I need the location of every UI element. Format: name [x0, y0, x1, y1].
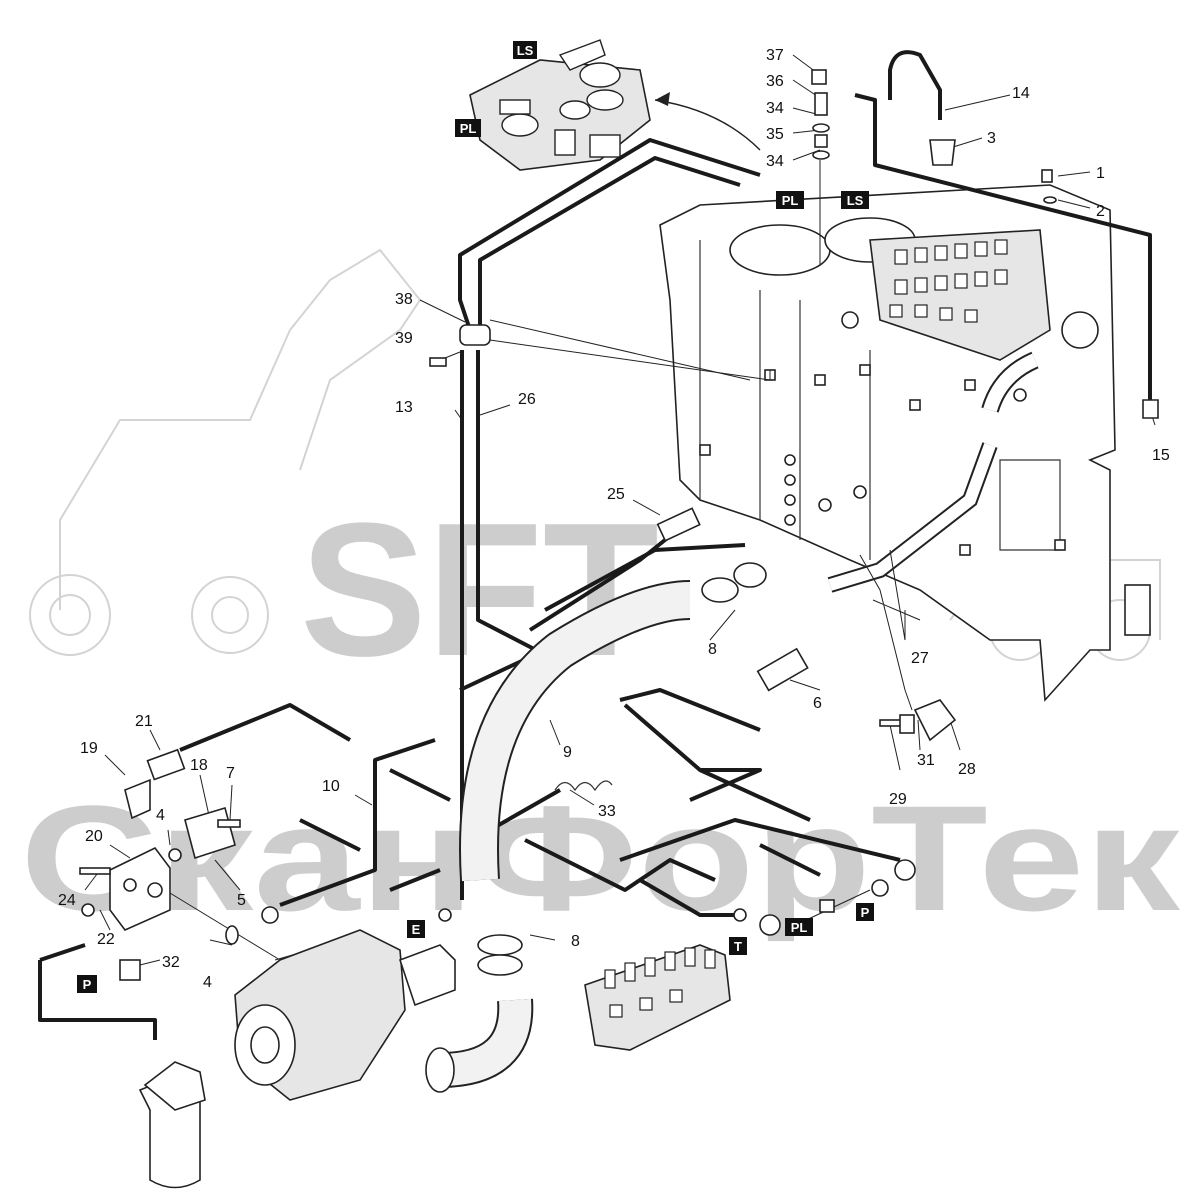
- watermark-company: СканФорТек: [20, 774, 1181, 942]
- label-part-10: 10: [322, 778, 340, 795]
- tag-p-right: P: [856, 903, 874, 921]
- label-part-32: 32: [162, 954, 180, 971]
- port-tags: LS PL PL LS E T PL P: [77, 41, 874, 993]
- label-part-20: 20: [85, 828, 103, 845]
- svg-text:PL: PL: [460, 121, 477, 136]
- svg-text:T: T: [734, 939, 742, 954]
- svg-text:P: P: [83, 977, 92, 992]
- label-part-31: 31: [917, 752, 935, 769]
- tag-ls-top: LS: [513, 41, 537, 59]
- label-part-22: 22: [97, 931, 115, 948]
- label-part-8b: 8: [571, 933, 580, 950]
- hose-lines: [38, 50, 1152, 1040]
- svg-text:LS: LS: [517, 43, 534, 58]
- label-part-5: 5: [237, 892, 246, 909]
- label-part-4b: 4: [203, 974, 212, 991]
- label-part-14: 14: [1012, 85, 1030, 102]
- tag-pl-mid: PL: [776, 191, 804, 209]
- valve-detail-inset: [469, 39, 761, 171]
- label-part-37: 37: [766, 47, 784, 64]
- svg-text:P: P: [861, 905, 870, 920]
- tag-ls-mid: LS: [841, 191, 869, 209]
- label-part-18: 18: [190, 757, 208, 774]
- label-part-26: 26: [518, 391, 536, 408]
- tag-t: T: [729, 937, 747, 955]
- tag-e: E: [407, 920, 425, 938]
- label-part-34b: 34: [766, 153, 784, 170]
- label-part-6: 6: [813, 695, 822, 712]
- label-part-13: 13: [395, 399, 413, 416]
- label-part-21: 21: [135, 713, 153, 730]
- tag-pl-bot: PL: [785, 918, 813, 936]
- label-part-1: 1: [1096, 165, 1105, 182]
- label-part-7: 7: [226, 765, 235, 782]
- part-number-labels: 1 2 3 4 4 5 6 7 8 8 9 10 13 14 15 18 19 …: [58, 47, 1170, 991]
- label-part-35: 35: [766, 126, 784, 143]
- label-part-34a: 34: [766, 100, 784, 117]
- label-part-29: 29: [889, 791, 907, 808]
- svg-text:PL: PL: [782, 193, 799, 208]
- label-part-4a: 4: [156, 807, 165, 824]
- control-valve-bank: [869, 229, 1051, 361]
- label-part-9: 9: [563, 744, 572, 761]
- label-part-38: 38: [395, 291, 413, 308]
- label-part-24: 24: [58, 892, 76, 909]
- label-part-3: 3: [987, 130, 996, 147]
- parts: [79, 69, 1159, 1189]
- svg-text:E: E: [412, 922, 421, 937]
- svg-text:PL: PL: [791, 920, 808, 935]
- label-part-15: 15: [1152, 447, 1170, 464]
- label-part-19: 19: [80, 740, 98, 757]
- label-part-28: 28: [958, 761, 976, 778]
- tag-p-left: P: [77, 975, 97, 993]
- label-part-36: 36: [766, 73, 784, 90]
- label-part-27: 27: [911, 650, 929, 667]
- label-part-25: 25: [607, 486, 625, 503]
- tag-pl-top: PL: [455, 119, 481, 137]
- label-part-2: 2: [1096, 203, 1105, 220]
- svg-text:LS: LS: [847, 193, 864, 208]
- label-part-39: 39: [395, 330, 413, 347]
- label-part-33: 33: [598, 803, 616, 820]
- label-part-8a: 8: [708, 641, 717, 658]
